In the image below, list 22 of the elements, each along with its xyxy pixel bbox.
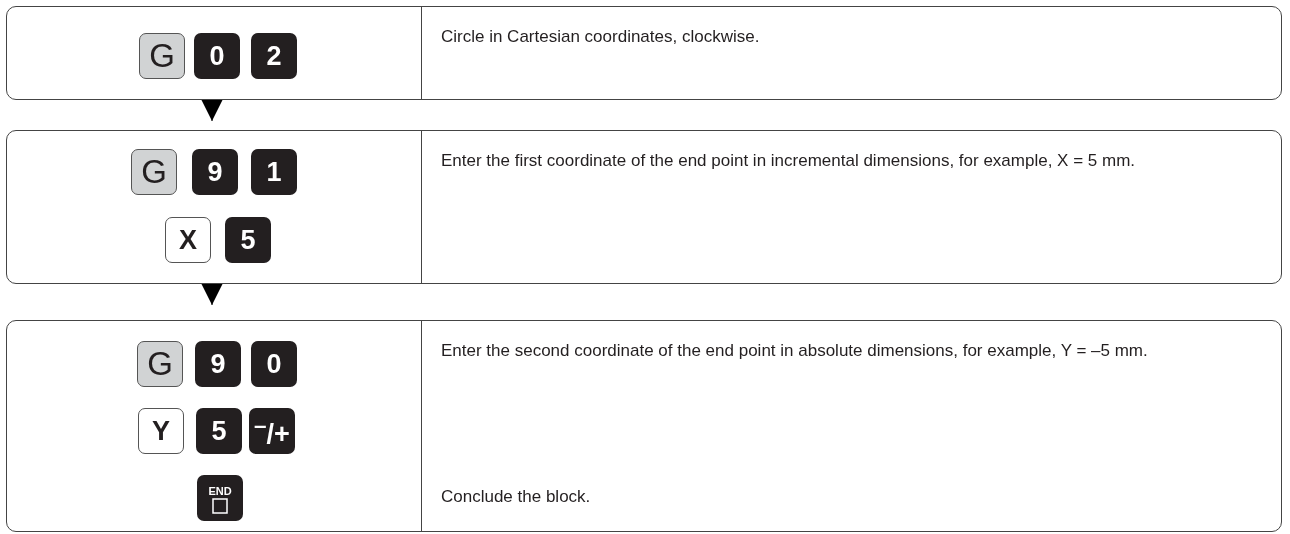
keyboard-key: G — [137, 341, 183, 387]
keyboard-key: X — [165, 217, 211, 263]
keyboard-key: 0 — [251, 341, 297, 387]
keyboard-key: $^{–}$/+ — [249, 408, 295, 454]
step-panel — [6, 130, 1282, 284]
step-description: Circle in Cartesian coordinates, clockwise. — [441, 27, 761, 47]
step-panel — [6, 320, 1282, 532]
keyboard-key: END — [197, 475, 243, 521]
step-description: Enter the second coordinate of the end point in absolute dimensions, for example, Y = –5 mm. — [441, 341, 1149, 361]
keyboard-key: Y — [138, 408, 184, 454]
keyboard-key: 5 — [225, 217, 271, 263]
step-description: Conclude the block. — [441, 487, 592, 507]
keyboard-key: 1 — [251, 149, 297, 195]
keyboard-key: G — [131, 149, 177, 195]
step-panel — [6, 6, 1282, 100]
step-description: Enter the first coordinate of the end point in incremental dimensions, for example, X = 5 mm. — [441, 151, 1137, 171]
keyboard-key: 0 — [194, 33, 240, 79]
keyboard-key: 9 — [192, 149, 238, 195]
keyboard-key: G — [139, 33, 185, 79]
keyboard-key: 5 — [196, 408, 242, 454]
keyboard-key: 9 — [195, 341, 241, 387]
keyboard-key: 2 — [251, 33, 297, 79]
